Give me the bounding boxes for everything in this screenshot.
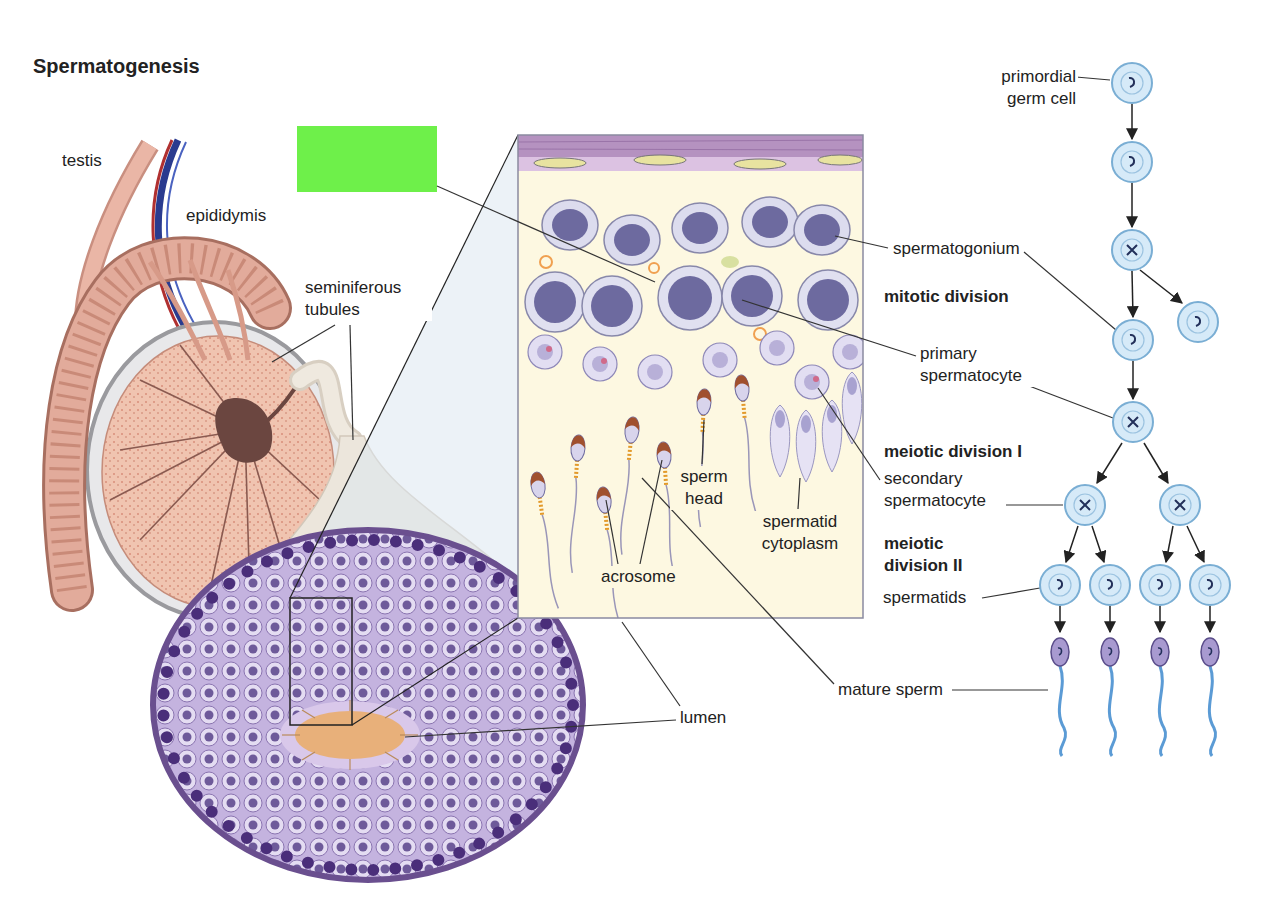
part-label: acrosome — [599, 566, 678, 588]
cell-label: mature sperm — [836, 679, 945, 701]
cell-label: secondary spermatocyte — [882, 468, 1006, 512]
part-label: sperm head — [670, 466, 738, 510]
stage-label: meiotic division I — [882, 441, 1024, 463]
structure-label: lumen — [678, 707, 728, 729]
cell-label: primordial germ cell — [974, 66, 1078, 110]
organ-label: testis — [60, 150, 104, 172]
organ-label: epididymis — [184, 205, 268, 227]
diagram-title: Spermatogenesis — [33, 55, 200, 78]
stage-label: meiotic division II — [882, 533, 986, 577]
stage-label: mitotic division — [882, 286, 1011, 308]
cell-label: spermatids — [881, 587, 968, 609]
structure-label: seminiferous tubules — [303, 277, 432, 321]
part-label: spermatid cytoplasm — [748, 511, 852, 555]
cell-label: primary spermatocyte — [918, 343, 1034, 387]
cell-label: spermatogonium — [891, 238, 1022, 260]
